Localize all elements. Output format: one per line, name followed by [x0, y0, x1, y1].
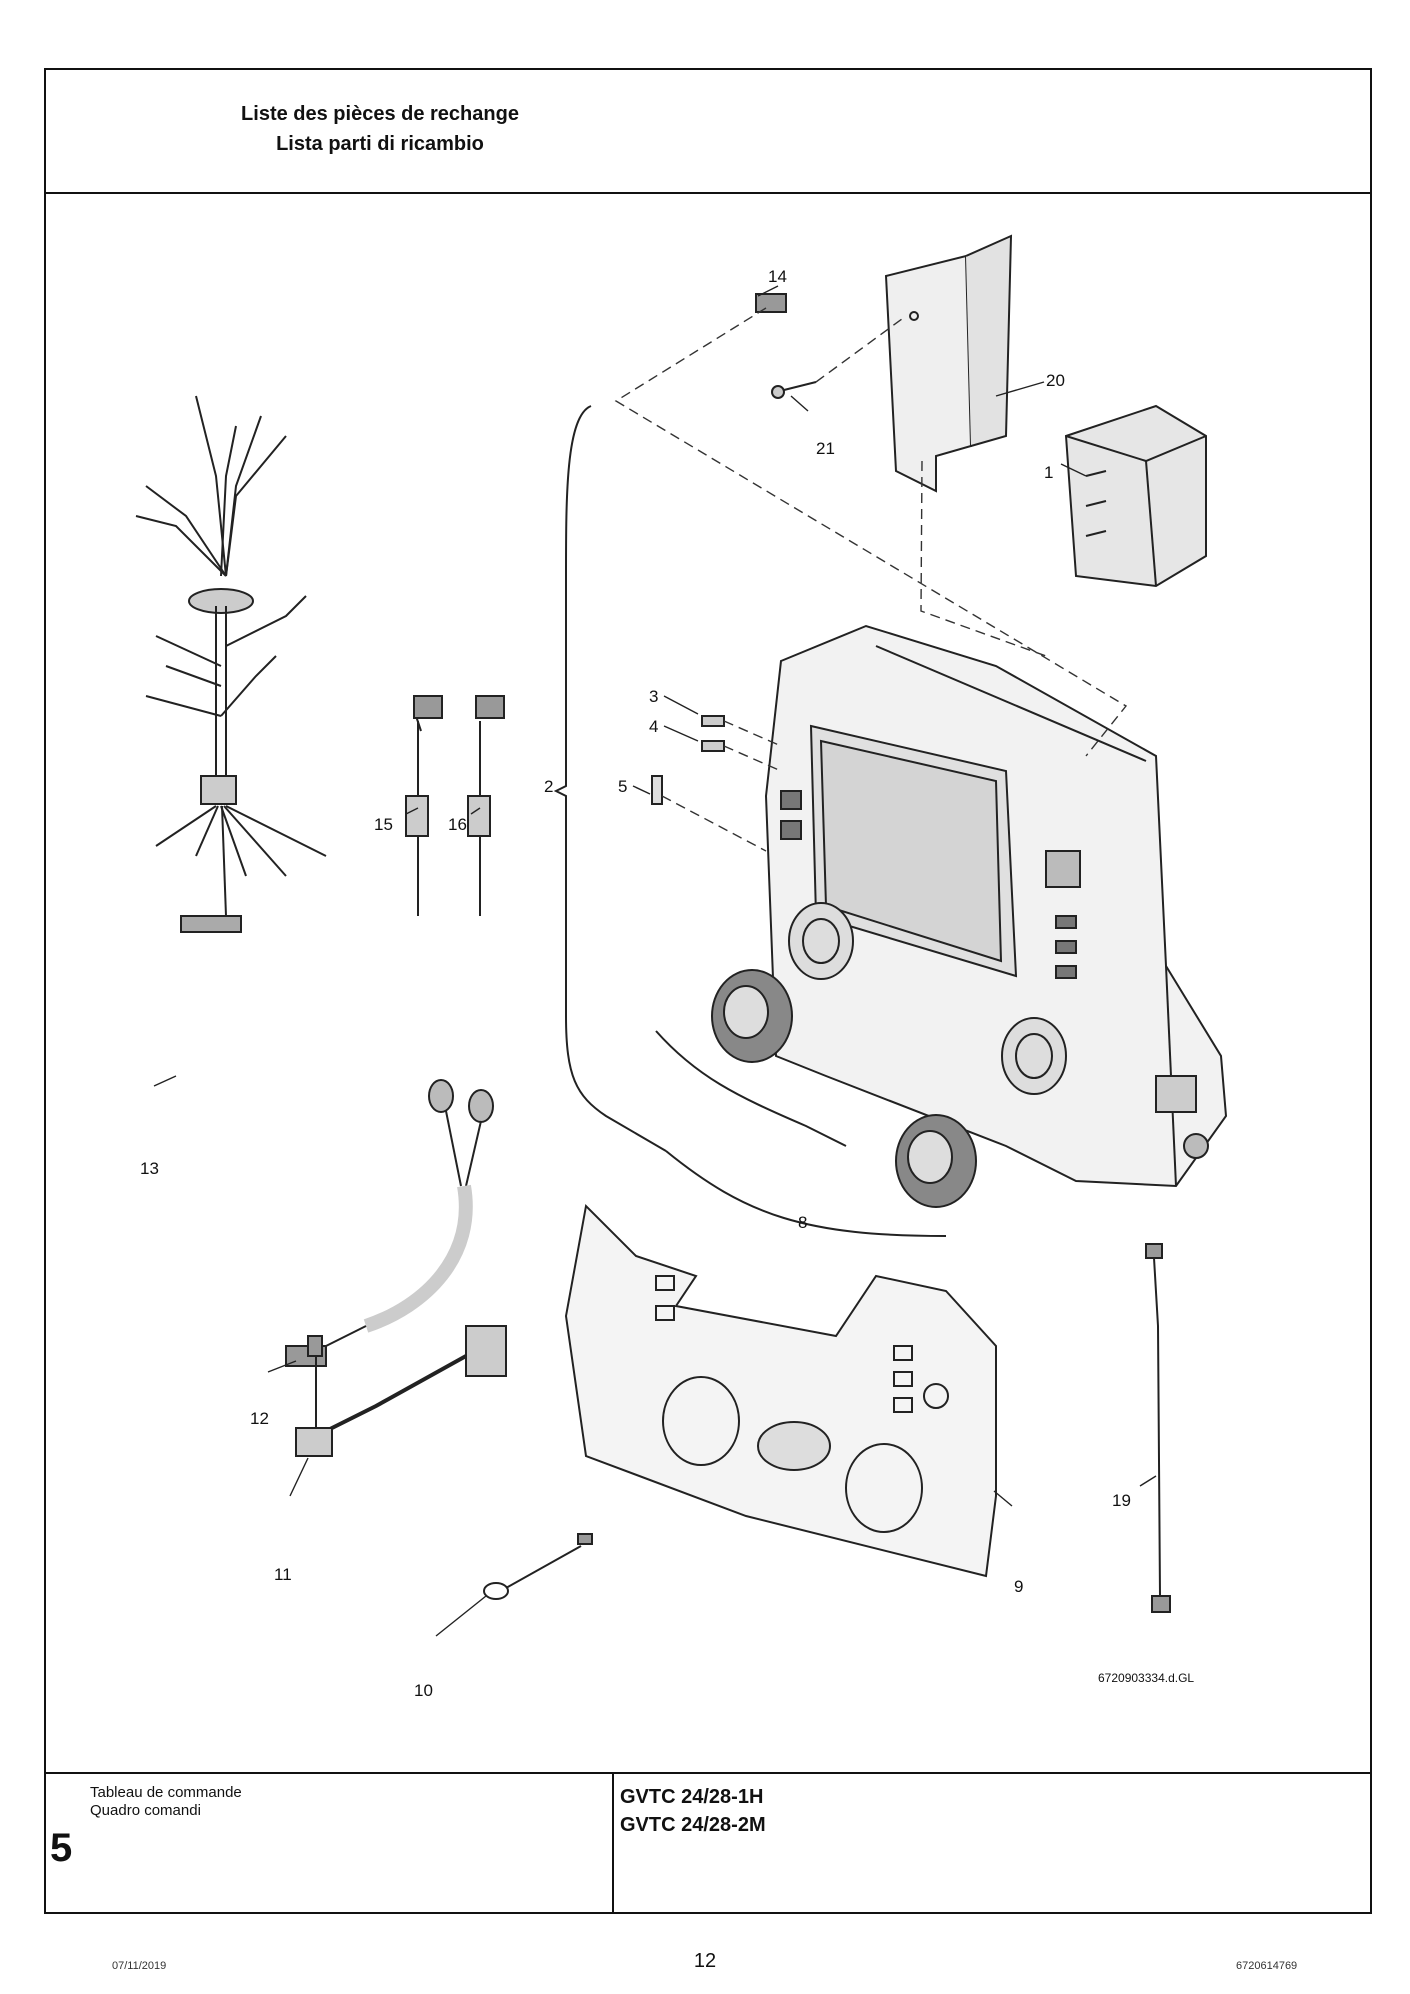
callout-11: 11	[274, 1565, 292, 1584]
header-divider	[44, 192, 1372, 194]
clip-part-14	[755, 293, 787, 313]
callout-12: 12	[250, 1409, 269, 1428]
title-french: Liste des pièces de rechange	[241, 103, 519, 125]
page-number: 12	[693, 1950, 717, 1972]
callout-8: 8	[798, 1213, 807, 1232]
info-column-divider	[612, 1772, 614, 1914]
sheet-name-italian: Quadro comandi	[90, 1802, 201, 1819]
callout-4: 4	[649, 717, 658, 736]
exploded-parts-drawing: 14 20 21 1 3 4 5 2 15 16 13 8 12 19 11 9…	[135, 234, 1228, 1700]
earth-lead-part-10	[483, 1533, 593, 1600]
callout-3: 3	[649, 687, 658, 706]
model-1: GVTC 24/28-1H	[620, 1786, 764, 1808]
bracket-part-20	[884, 234, 1013, 493]
control-unit-housing	[764, 624, 1228, 1188]
callout-19: 19	[1112, 1491, 1131, 1510]
cables-parts-15-16	[405, 695, 505, 916]
footer-doc-number: 6720614769	[1236, 1960, 1298, 1972]
model-2: GVTC 24/28-2M	[620, 1814, 766, 1836]
footer-date: 07/11/2019	[112, 1960, 167, 1972]
ignition-cable-part-12	[285, 1079, 494, 1367]
screw-part-21	[771, 381, 817, 399]
callout-10: 10	[414, 1681, 433, 1700]
title-italian: Lista parti di ricambio	[276, 133, 484, 155]
page-frame	[44, 68, 1372, 1914]
cable-part-19	[1145, 1243, 1171, 1613]
callout-9: 9	[1014, 1577, 1023, 1596]
callout-14: 14	[768, 267, 787, 286]
section-number: 5	[50, 1826, 73, 1870]
callout-1: 1	[1044, 463, 1053, 482]
module-part-1	[1064, 404, 1207, 588]
fuses-parts-3-4-5	[651, 715, 725, 805]
drawing-reference: 6720903334.d.GL	[1098, 1671, 1194, 1685]
callout-21: 21	[816, 439, 835, 458]
wiring-harness-part-13	[135, 395, 327, 933]
front-panel-part-9	[564, 1203, 997, 1578]
cable-part-11	[295, 1325, 507, 1457]
callout-16: 16	[448, 815, 467, 834]
callout-15: 15	[374, 815, 393, 834]
callout-2: 2	[544, 777, 553, 796]
knobs-part-8	[711, 969, 977, 1208]
callout-13: 13	[140, 1159, 159, 1178]
info-divider	[44, 1772, 1372, 1774]
callout-20: 20	[1046, 371, 1065, 390]
callout-5: 5	[618, 777, 627, 796]
sheet-name-french: Tableau de commande	[90, 1784, 242, 1801]
